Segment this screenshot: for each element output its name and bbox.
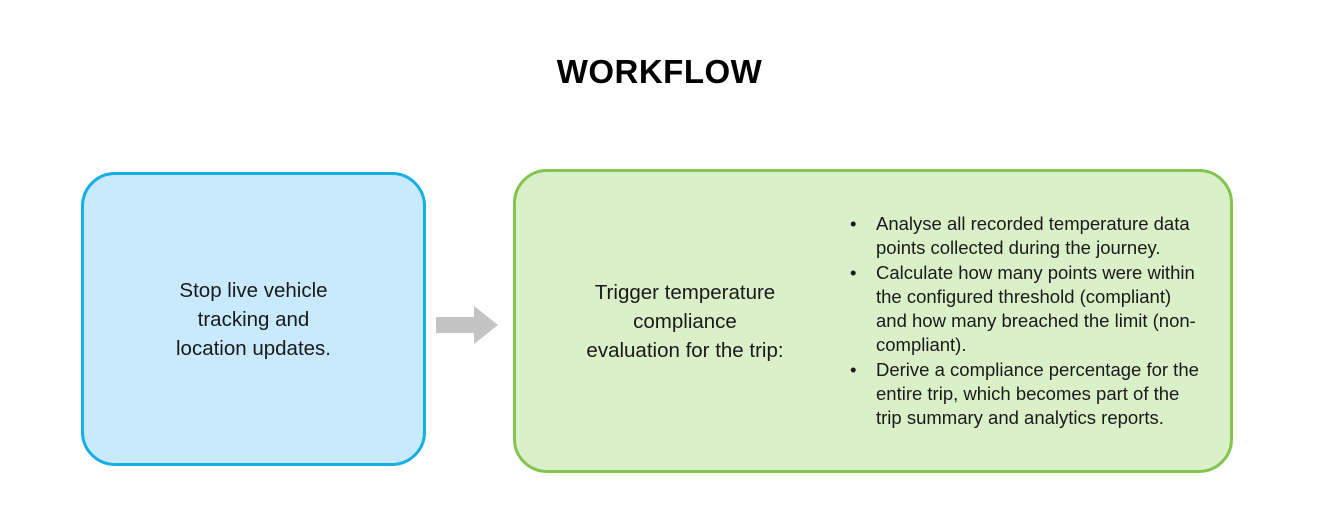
list-item-text: Derive a compliance percentage for the e… [876, 359, 1199, 428]
compliance-eval-bullet-list: • Analyse all recorded temperature data … [846, 212, 1230, 430]
page-title: WORKFLOW [556, 53, 763, 90]
node-stop-tracking-text: Stop live vehicle tracking and location … [175, 278, 331, 360]
node-compliance-eval-label: Trigger temperature compliance evaluatio… [586, 280, 784, 362]
arrow-right-icon [436, 306, 498, 344]
list-item: • Derive a compliance percentage for the… [846, 358, 1204, 430]
bullet-dot-icon: • [850, 359, 857, 380]
node-stop-live-vehicle-tracking[interactable]: Stop live vehicle tracking and location … [81, 172, 426, 466]
list-item: • Calculate how many points were within … [846, 261, 1204, 357]
bullet-dot-icon: • [850, 262, 857, 283]
bullet-dot-icon: • [850, 213, 857, 234]
arrow-right-glyph [436, 306, 498, 344]
list-item-text: Calculate how many points were within th… [876, 262, 1196, 355]
list-item-text: Analyse all recorded temperature data po… [876, 213, 1190, 258]
list-item: • Analyse all recorded temperature data … [846, 212, 1204, 260]
node-trigger-temperature-compliance-evaluation[interactable]: Trigger temperature compliance evaluatio… [513, 169, 1233, 473]
